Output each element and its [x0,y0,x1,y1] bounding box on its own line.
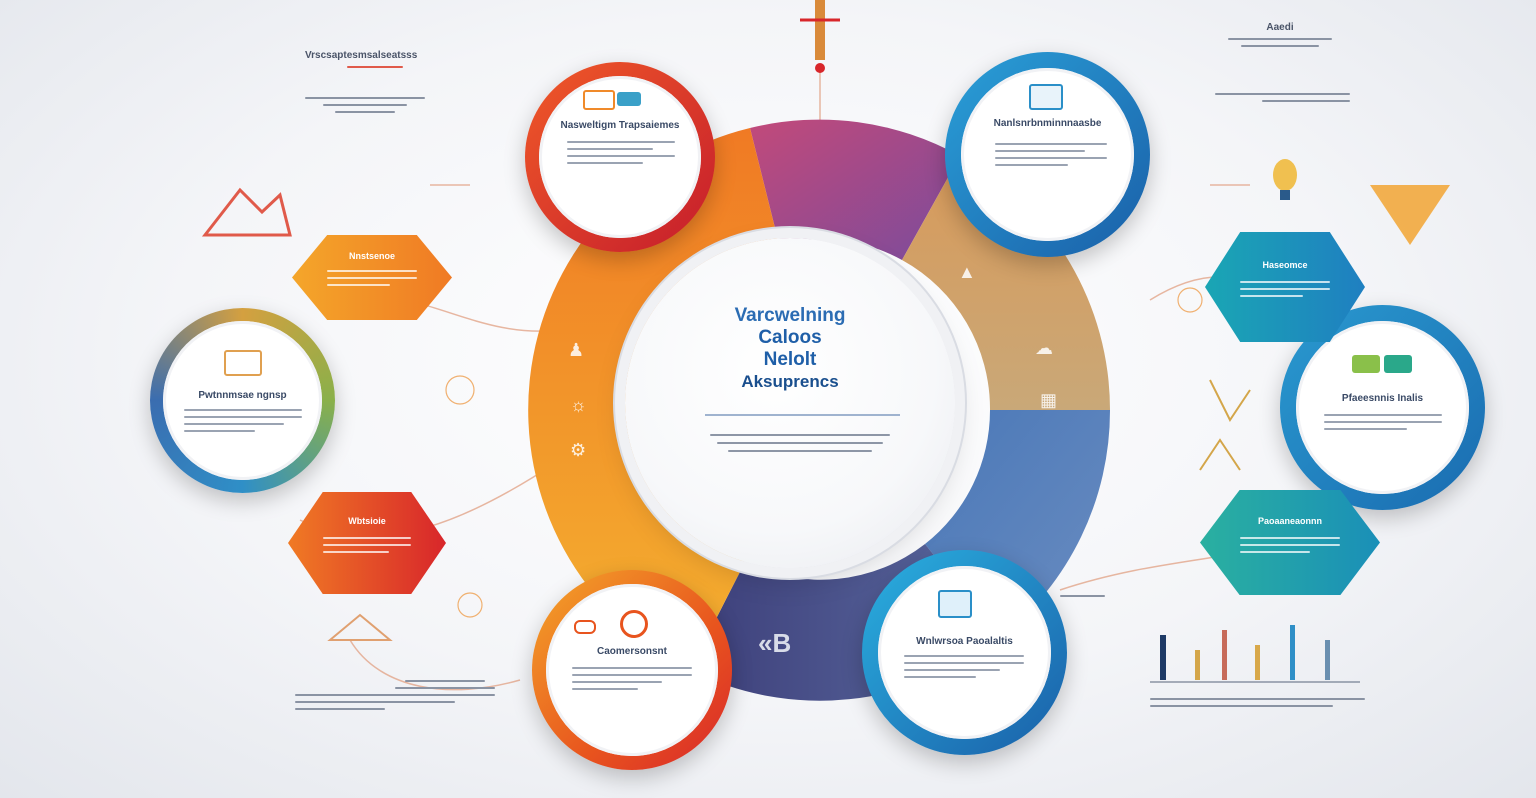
gear-icon: ⚙ [570,440,587,460]
center-title-line: Nelolt [763,349,817,370]
hex-left-red: Wbtsioie [288,492,446,594]
gear-icon [620,610,648,638]
center-title-line: Varcwelning [734,305,846,326]
bubble-top-blue: Nanlsnrbnminnnaasbe [945,52,1150,257]
note-heading: Vrscsaptesmsalseatsss [305,50,418,61]
note-right-2 [1060,590,1150,602]
lightbulb-icon: ☼ [570,395,587,415]
bubble-right: Pfaeesnnis Inalis [1280,305,1485,510]
bubble-title: Caomersonsnt [596,646,667,657]
chart-icon [201,187,292,237]
center-title-line: Aksuprencs [741,372,839,391]
people-icon [574,620,596,634]
pin-icon [800,0,840,73]
bubble-title: Nasweltigm Trapsaiemes [560,120,680,131]
bubble-title: Pwtnnmsae ngnsp [198,390,287,401]
bubble-title: Wnlwrsoa Paoalaltis [916,636,1013,647]
hex-right-teal-top: Haseomce [1205,232,1365,342]
lightbulb-icon [1273,159,1297,200]
note-right-1 [1215,88,1350,107]
note-top-left: Vrscsaptesmsalseatsss [305,50,445,73]
hex-title: Nnstsenoe [348,251,395,261]
note-bottom-left [295,675,495,715]
center-title-line: Caloos [758,327,822,348]
hex-right-teal-bottom: Paoaaneaonnn [1200,490,1380,595]
bubble-left: Pwtnnmsae ngnsp [150,308,335,493]
bubble-bottom-blue: Wnlwrsoa Paoalaltis [862,550,1067,755]
hex-title: Paoaaneaonnn [1257,516,1322,526]
monitor-icon [224,350,262,376]
chart-icon [1352,355,1380,373]
note-bottom-right [1150,693,1365,712]
target-icon [1370,185,1450,245]
note-heading: Aaedi [1266,22,1294,33]
monitor-icon [1029,84,1063,110]
people-icon: ♟ [568,340,585,360]
hex-left-orange: Nnstsenoe [292,235,452,320]
center-title: Varcwelning Caloos Nelolt Aksuprencs [700,305,880,393]
bubble-top-red: Nasweltigm Trapsaiemes [525,62,715,252]
cloud-icon: ☁ [1035,338,1053,358]
hex-title: Wbtsioie [348,516,386,526]
ring-segment-right [902,156,1110,410]
lock-icon: ▲ [958,262,976,282]
bubble-title: Pfaeesnnis Inalis [1341,393,1424,404]
center-text-lines [710,428,890,458]
monitor-icon [583,90,615,110]
note-left-1 [305,92,425,118]
monitor-icon [938,590,972,618]
center-divider [705,414,900,416]
bubble-bottom-orange: Caomersonsnt [532,570,732,770]
bar-chart-icon [1150,625,1360,683]
ring-segment-top [750,119,960,260]
monitor-icon [1384,355,1412,373]
center-disc [625,238,955,568]
note-top-right: Aaedi [1215,22,1345,52]
hex-title: Haseomce [1262,260,1308,270]
ring-label: «B [758,628,792,658]
chart-icon: ▦ [1040,390,1058,410]
bubble-title: Nanlsnrbnminnnaasbe [993,118,1102,129]
chart-icon [617,92,641,106]
